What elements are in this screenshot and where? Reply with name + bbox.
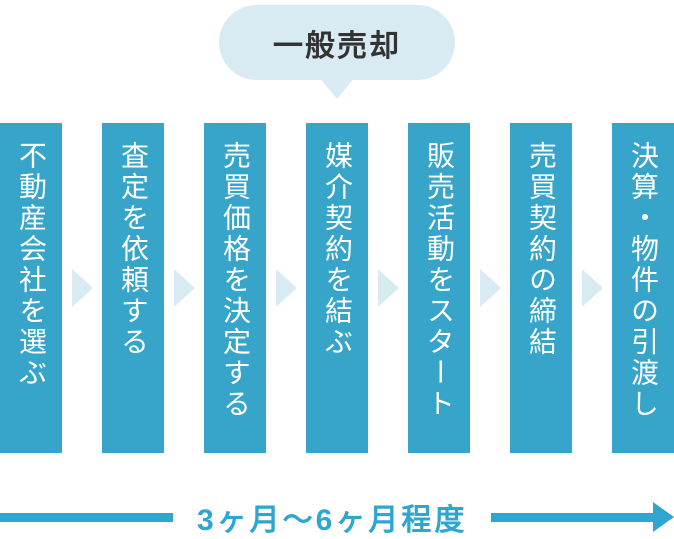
bubble-tail: [319, 77, 355, 99]
step-label: 査定を依頼する: [118, 141, 149, 358]
arrow-right-icon: [275, 269, 297, 307]
bubble-label: 一般売却: [273, 29, 401, 63]
step-label: 媒介契約を結ぶ: [322, 141, 353, 358]
arrow-right-icon: [377, 269, 399, 307]
arrow-right-icon: [581, 269, 603, 307]
step-gap: [368, 123, 408, 453]
step-label: 決算・物件の引渡し: [628, 141, 659, 420]
arrow-right-icon: [173, 269, 195, 307]
step-bar-4: 媒介契約を結ぶ: [306, 123, 368, 453]
step-label: 売買価格を決定する: [220, 141, 251, 420]
timeline-line-left: [0, 512, 173, 522]
general-sale-bubble: 一般売却: [219, 5, 455, 80]
step-label: 販売活動をスタート: [424, 141, 455, 420]
arrow-head-icon: [653, 502, 674, 532]
timeline-line-right: [491, 512, 653, 522]
step-label: 売買契約の締結: [526, 141, 557, 358]
step-bar-5: 販売活動をスタート: [408, 123, 470, 453]
step-bar-6: 売買契約の締結: [510, 123, 572, 453]
step-gap: [470, 123, 510, 453]
sale-process-flow: 不動産会社を選ぶ 査定を依頼する 売買価格を決定する 媒介契約を結ぶ 販売活動を…: [0, 123, 674, 453]
duration-label: 3ヶ月〜6ヶ月程度: [197, 504, 468, 537]
step-bar-2: 査定を依頼する: [102, 123, 164, 453]
step-bar-7: 決算・物件の引渡し: [612, 123, 674, 453]
duration-timeline: 3ヶ月〜6ヶ月程度: [0, 496, 674, 538]
arrow-right-icon: [71, 269, 93, 307]
step-gap: [572, 123, 612, 453]
step-gap: [266, 123, 306, 453]
step-bar-3: 売買価格を決定する: [204, 123, 266, 453]
arrow-right-icon: [479, 269, 501, 307]
step-bar-1: 不動産会社を選ぶ: [0, 123, 62, 453]
step-gap: [62, 123, 102, 453]
step-gap: [164, 123, 204, 453]
step-label: 不動産会社を選ぶ: [16, 141, 47, 389]
